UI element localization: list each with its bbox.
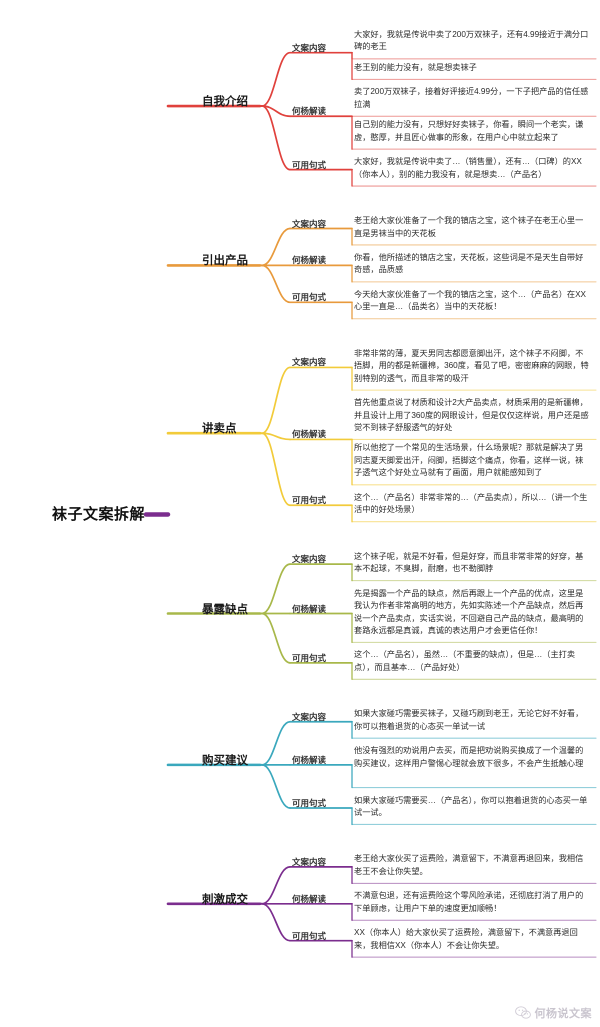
branch-node-label: 讲卖点 (202, 423, 237, 436)
leaf-text-block: 如果大家碰巧需要买…（产品名），你可以抱着退货的心态买一单试一试。 (354, 795, 588, 818)
leaf-text-block: 自己别的能力没有，只想好好卖袜子，你看，瞬间一个老实，谦虚，憨厚，并且匠心做事的… (354, 120, 584, 142)
branch-node-label: 刺激成交 (202, 893, 248, 906)
root-node-label: 袜子文案拆解 (52, 506, 146, 524)
sub-node-label: 文案内容 (292, 711, 327, 722)
leaf-text-block: 这个…（产品名）非常非常的…（产品卖点），所以…（讲一个生活中的好处场景） (354, 492, 588, 515)
sub-node-label: 文案内容 (292, 856, 327, 867)
watermark-text: 何杨说文案 (534, 1008, 592, 1020)
sub-node-label: 可用句式 (292, 292, 327, 303)
leaf-text-block: 老王给大家伙买了运费险，满意留下，不满意再退回来，我相信老王不会让你失望。 (354, 854, 584, 876)
leaf-text-block: 首先他重点说了材质和设计2大产品卖点，材质采用的是新疆棉，并且设计上用了360度… (354, 398, 589, 433)
leaf-text-block: 大家好，我就是传说中卖了200万双袜子，还有4.99接近于满分口碑的老王 (354, 30, 589, 52)
sub-node-label: 可用句式 (292, 930, 327, 941)
sub-node-label: 文案内容 (292, 218, 327, 229)
watermark: 何杨说文案 (514, 1005, 593, 1021)
sub-node-label: 何杨解读 (292, 754, 327, 765)
wechat-icon (514, 1006, 531, 1019)
leaf-text-block: 你看，他所描述的镇店之宝，天花板，这些词是不是天生自带好奇感，品质感 (354, 252, 584, 275)
sub-node-label: 何杨解读 (292, 106, 327, 117)
sub-node-label: 何杨解读 (292, 255, 327, 266)
branch-node-label: 暴露缺点 (202, 603, 248, 616)
leaf-text-block: 非常非常的薄，夏天男同志都愿意脚出汗，这个袜子不闷脚，不捂脚，用的都是新疆棉，3… (354, 348, 589, 383)
sub-node-label: 文案内容 (292, 554, 327, 565)
sub-node-label: 何杨解读 (292, 893, 327, 904)
sub-node-label: 可用句式 (292, 159, 327, 170)
leaf-text-block: XX（你本人）给大家伙买了运费险，满意留下，不满意再退回来，我相信XX（你本人）… (354, 928, 578, 950)
leaf-text-block: 他没有强烈的劝说用户去买，而是把劝说购买换成了一个温馨的购买建议，这样用户警惕心… (354, 746, 584, 768)
leaf-text-block: 这个…（产品名），虽然…（不重要的缺点），但是…（主打卖点），而且基本…（产品好… (354, 650, 576, 672)
sub-node-label: 何杨解读 (292, 429, 327, 440)
leaf-text-block: 先是揭露一个产品的缺点，然后再跟上一个产品的优点，这里是我认为作者非常高明的地方… (354, 588, 584, 635)
leaf-text-block: 所以他挖了一个常见的生活场景，什么场景呢？那就是解决了男同志夏天脚爱出汗，闷脚，… (354, 443, 584, 478)
leaf-text-block: 卖了200万双袜子，接着好评接近4.99分，一下子把产品的信任感拉满 (354, 87, 589, 109)
leaf-text-block: 老王别的能力没有，就是想卖袜子 (354, 62, 477, 72)
branch-node-label: 引出产品 (202, 255, 248, 268)
leaf-text-block: 这个袜子呢，就是不好看，但是好穿，而且非常非常的好穿，基本不起球，不臭脚，耐磨，… (354, 551, 584, 574)
sub-node-label: 文案内容 (292, 357, 327, 368)
leaf-text-block: 如果大家碰巧需要买袜子，又碰巧刷到老王，无论它好不好看，你可以抱着退货的心态买一… (354, 709, 584, 731)
leaf-text-block: 老王给大家伙准备了一个我的镇店之宝，这个袜子在老王心里一直是男袜当中的天花板 (354, 216, 584, 238)
sub-node-label: 可用句式 (292, 652, 327, 663)
leaf-text-block: 今天给大家伙准备了一个我的镇店之宝，这个…（产品名）在XX心里一直是…（品类名）… (354, 289, 586, 312)
sub-node-label: 可用句式 (292, 798, 327, 808)
leaf-text-block: 不满意包退，还有运费险这个零风险承诺，还彻底打消了用户的下单顾虑，让用户下单的速… (354, 891, 584, 913)
leaf-text-block: 大家好，我就是传说中卖了…（销售量），还有…（口碑）的XX（你本人），别的能力我… (354, 157, 582, 179)
branch-node-label: 自我介绍 (202, 96, 248, 109)
branch-node-label: 购买建议 (202, 754, 248, 767)
sub-node-label: 何杨解读 (292, 603, 327, 614)
sub-node-label: 可用句式 (292, 495, 327, 506)
sub-node-label: 文案内容 (292, 42, 327, 53)
